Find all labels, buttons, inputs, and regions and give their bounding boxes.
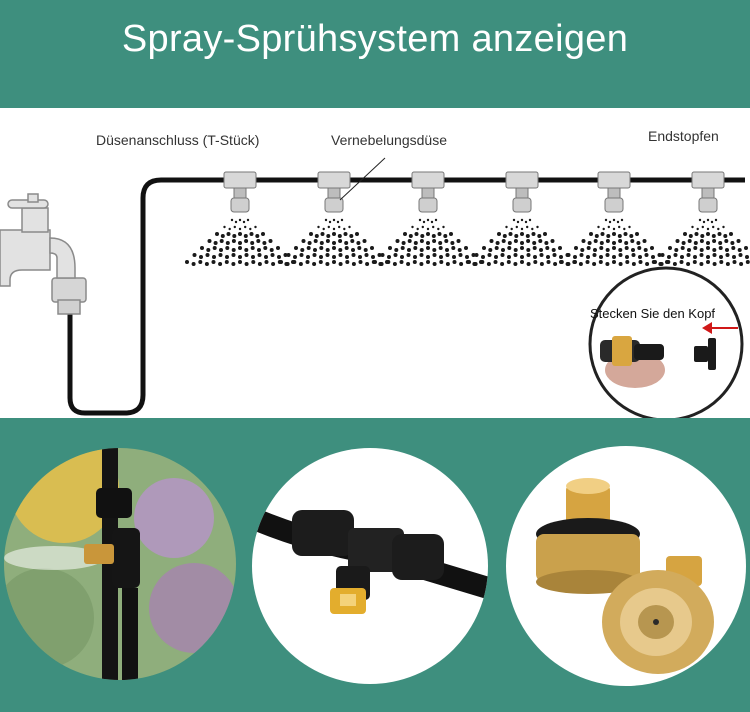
spray-pattern bbox=[467, 218, 577, 266]
insert-head-label: Stecken Sie den Kopf bbox=[590, 306, 716, 321]
nozzle-fitting bbox=[505, 171, 539, 213]
nozzle-leader-line bbox=[339, 157, 386, 201]
spray-pattern bbox=[559, 218, 669, 266]
nozzle-fitting bbox=[411, 171, 445, 213]
photo-garden-mist bbox=[4, 448, 236, 680]
spray-pattern bbox=[373, 218, 483, 266]
faucet bbox=[0, 193, 87, 315]
nozzle-fitting bbox=[317, 171, 351, 213]
end-plug-label: Endstopfen bbox=[648, 128, 719, 144]
photo-brass-nozzles bbox=[506, 446, 746, 686]
spray-patterns bbox=[185, 218, 750, 266]
page-title: Spray-Sprühsystem anzeigen bbox=[121, 18, 629, 60]
spray-pattern bbox=[279, 218, 389, 266]
nozzle-fitting bbox=[597, 171, 631, 213]
nozzle-fitting bbox=[223, 171, 257, 213]
nozzle-label: Vernebelungsdüse bbox=[331, 132, 447, 148]
diagram-drawing bbox=[0, 157, 750, 422]
inset-detail bbox=[588, 266, 744, 422]
nozzle-fitting bbox=[691, 171, 725, 213]
tee-connector-label: Düsenanschluss (T-Stück) bbox=[96, 132, 260, 148]
system-diagram: Düsenanschluss (T-Stück) Vernebelungsdüs… bbox=[0, 108, 750, 422]
hose bbox=[67, 177, 745, 416]
nozzle-row bbox=[223, 171, 725, 213]
spray-pattern bbox=[185, 218, 295, 266]
spray-pattern bbox=[653, 218, 750, 266]
photo-tee-connector bbox=[252, 448, 488, 684]
